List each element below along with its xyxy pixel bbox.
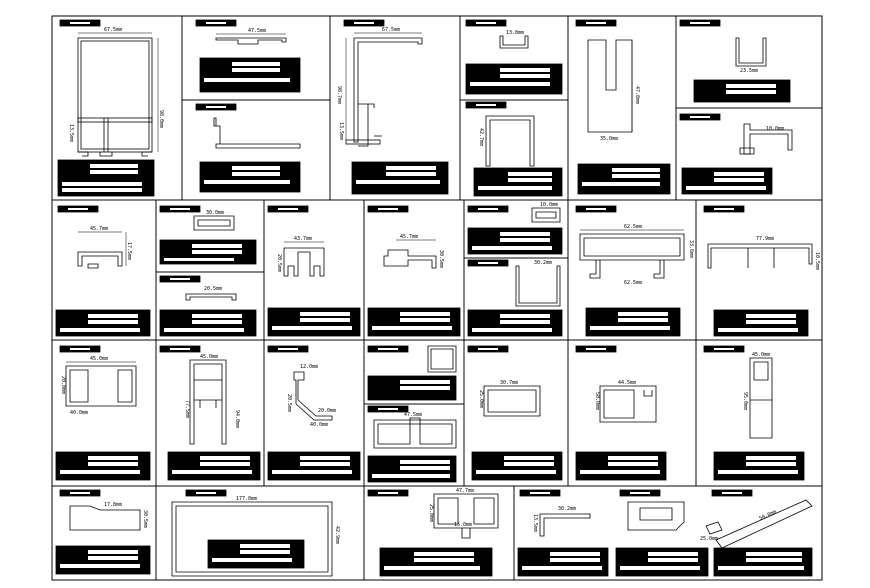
dim-label: 45.7mm (90, 226, 108, 232)
dim-label: 62.5mm (624, 224, 642, 230)
dim-label: 40.0mm (310, 422, 328, 428)
dim-label: 47.5mm (248, 28, 266, 34)
dim-label: 45.0mm (90, 356, 108, 362)
panel-tapered-profile: 17.8mm 30.5mm (51, 485, 157, 581)
dim-label: 42.9mm (334, 526, 340, 544)
dim-label: 20.5mm (286, 394, 292, 412)
dim-label: 98.7mm (336, 86, 342, 104)
dim-label: 12.0mm (300, 364, 318, 370)
dim-label: 77.5mm (184, 400, 190, 418)
dim-label: 17.5mm (126, 242, 132, 260)
panel-top-hat-profile: 43.7mm 20.5mm (263, 199, 365, 341)
dim-label: 35.0mm (600, 136, 618, 142)
dim-label: 42.7mm (478, 128, 484, 146)
dim-label: 62.5mm (624, 280, 642, 286)
dim-label: 10.0mm (766, 126, 784, 132)
dim-label: 25.0mm (700, 536, 718, 542)
panel-rectangular-tube-profile: 30.7mm 25.0mm (463, 339, 569, 487)
panel-slim-mullion-profile: 45.0mm 95.0mm (695, 339, 823, 487)
panel-hollow-frame-profile: 45.0mm 20.0mm 40.0mm (51, 339, 157, 487)
dim-label: 25.0mm (478, 390, 484, 408)
dim-label: 67.5mm (104, 27, 122, 33)
panel-small-channel-profile: 13.8mm (459, 15, 569, 101)
dim-label: 98.0mm (158, 110, 164, 128)
dim-label: 67.5mm (382, 27, 400, 33)
panel-mullion-frame-profile: 67.5mm 98.7mm 13.5mm (329, 15, 461, 201)
dim-label: 45.0mm (200, 354, 218, 360)
panel-wide-rail-profile: 77.9mm 10.5mm (695, 199, 823, 341)
dim-label: 43.7mm (294, 236, 312, 242)
dim-label: 23.5mm (740, 68, 758, 74)
dim-label: 45.0mm (752, 352, 770, 358)
panel-tall-mullion-profile: 45.0mm 77.5mm 94.0mm (155, 339, 265, 487)
panel-t-bracket-profile: 10.0mm (675, 107, 823, 201)
dim-label: 47.8mm (634, 86, 640, 104)
dim-label: 30.7mm (500, 380, 518, 386)
panel-z-bracket-profile: 12.0mm 20.5mm 20.0mm 40.0mm (263, 339, 365, 487)
dim-label: 30.5mm (438, 250, 444, 268)
dim-label: 77.9mm (756, 236, 774, 242)
panel-twin-leg-profile: 62.5mm 33.6mm 62.5mm (567, 199, 697, 341)
dim-label: 15.0mm (454, 522, 472, 528)
panel-t-channel-profile: 47.7mm 25.0mm 15.0mm (363, 485, 515, 581)
dim-label: 50.0mm (758, 509, 777, 522)
dim-label: 94.0mm (234, 410, 240, 428)
panel-square-tube-profile (363, 339, 465, 405)
dim-label: 13.5mm (338, 122, 344, 140)
dim-label: 44.5mm (618, 380, 636, 386)
sheet-border (51, 15, 823, 581)
panel-sill-profile: 47.5mm (181, 15, 331, 101)
dim-label: 30.0mm (206, 210, 224, 216)
panel-box-profile-small: 30.0mm (155, 199, 265, 273)
panel-flat-profile-small: 20.5mm (155, 271, 265, 341)
panel-cover-profile (181, 99, 331, 201)
dim-label: 177.0mm (236, 496, 257, 502)
panel-tall-bracket-profile: 47.8mm 35.0mm (567, 15, 677, 201)
panel-step-channel-profile: 45.7mm 30.5mm (363, 199, 465, 341)
dim-label: 10.0mm (540, 202, 558, 208)
dim-label: 40.0mm (70, 410, 88, 416)
panel-large-cover-profile: 177.0mm 42.9mm (155, 485, 365, 581)
panel-angle-set-profiles: 30.2mm 13.5mm 50.0mm 25.0mm (513, 485, 823, 581)
panel-window-frame-profile: 67.5mm 98.0mm 13.5mm (51, 15, 183, 201)
dim-label: 45.7mm (400, 234, 418, 240)
dim-label: 20.5mm (204, 286, 222, 292)
dim-label: 30.2mm (534, 260, 552, 266)
dim-label: 30.5mm (142, 510, 148, 528)
panel-double-channel-profile: 47.5mm (363, 403, 465, 487)
dim-label: 47.7mm (456, 488, 474, 494)
dim-label: 13.5mm (532, 514, 538, 532)
dim-label: 25.0mm (428, 504, 434, 522)
panel-box-with-lip-profile: 44.5mm 50.0mm (567, 339, 697, 487)
dim-label: 13.8mm (506, 30, 524, 36)
dim-label: 20.5mm (276, 254, 282, 272)
dim-label: 95.0mm (742, 392, 748, 410)
dim-label: 10.5mm (814, 252, 820, 270)
dim-label: 30.2mm (558, 506, 576, 512)
dim-label: 33.6mm (688, 240, 694, 258)
dim-label: 17.8mm (104, 502, 122, 508)
dim-label: 20.0mm (60, 376, 66, 394)
panel-open-box-profile: 30.2mm (463, 257, 569, 341)
panel-angle-profile: 42.7mm (459, 99, 569, 201)
dim-label: 50.0mm (594, 392, 600, 410)
dim-label: 13.5mm (68, 124, 74, 142)
panel-u-channel-profile: 23.5mm (675, 15, 823, 109)
panel-small-box-profile: 10.0mm (463, 199, 569, 259)
panel-rail-profile: 45.7mm 17.5mm (51, 199, 157, 341)
dim-label: 20.0mm (318, 408, 336, 414)
dim-label: 47.5mm (404, 412, 422, 418)
